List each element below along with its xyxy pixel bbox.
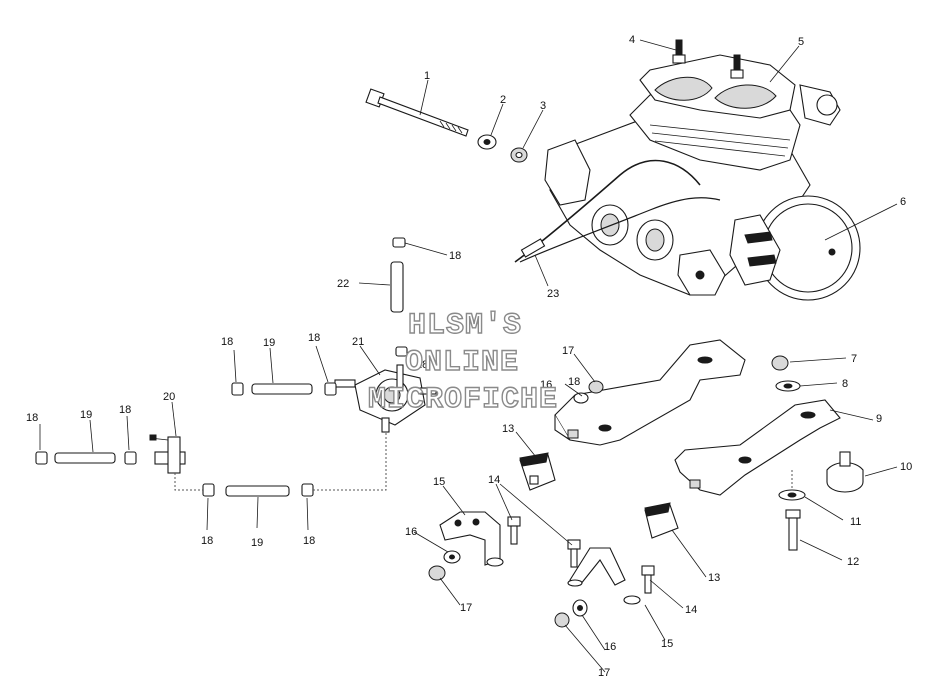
fuel-hose-vertical [390,261,404,313]
rubber-mount [644,502,679,539]
callout-16: 16 [540,379,552,391]
callout-10: 10 [900,461,912,473]
callout-13: 13 [502,423,514,435]
callout-numbers: 1 2 3 4 5 6 7 8 9 10 11 12 13 13 14 14 1… [26,34,912,679]
callout-4: 4 [629,34,635,46]
callout-19: 19 [251,537,263,549]
bolt [785,509,801,551]
mount-plate-bracket [439,511,504,567]
callout-18: 18 [26,412,38,424]
callout-19: 19 [80,409,92,421]
callout-3: 3 [540,100,546,112]
callout-21: 21 [352,336,364,348]
mount-plate-bracket [567,547,641,605]
callout-13: 13 [708,572,720,584]
engine-mount-bracket-front [554,339,746,446]
callout-18: 18 [416,359,428,371]
bolt [507,516,521,545]
flat-washer [477,134,497,150]
lock-nut [510,147,528,163]
callout-16: 16 [604,641,616,653]
callout-18: 18 [119,404,131,416]
callout-6: 6 [900,196,906,208]
callout-14: 14 [488,474,500,486]
engine-mount-bolt [365,88,469,137]
callout-14: 14 [685,604,697,616]
callout-19: 19 [263,337,275,349]
rubber-mount [519,452,556,491]
callout-17: 17 [598,667,610,679]
callout-17: 17 [460,602,472,614]
callout-18: 18 [201,535,213,547]
leader-lines [39,39,898,673]
fuel-pump [334,346,437,433]
callout-5: 5 [798,36,804,48]
callout-18: 18 [308,332,320,344]
callout-17: 17 [562,345,574,357]
engine-assembly [514,39,861,301]
fuel-hose [251,383,313,395]
callout-15: 15 [661,638,673,650]
callout-7: 7 [851,353,857,365]
callout-22: 22 [337,278,349,290]
bolt [567,539,581,568]
nut [771,355,789,371]
callout-23: 23 [547,288,559,300]
callout-18: 18 [221,336,233,348]
callout-18: 18 [568,376,580,388]
callout-1: 1 [424,70,430,82]
callout-16: 16 [405,526,417,538]
bolt [641,565,655,594]
hose-clamp [392,237,406,248]
callout-15: 15 [433,476,445,488]
watermark-line-1: HLSM'S [408,309,522,343]
callout-20: 20 [163,391,175,403]
callout-18: 18 [303,535,315,547]
watermark-line-2: ONLINE [405,346,519,380]
callout-12: 12 [847,556,859,568]
tee-fitting [149,434,186,474]
callout-9: 9 [876,413,882,425]
callout-11: 11 [850,516,861,528]
callout-18: 18 [449,250,461,262]
callout-2: 2 [500,94,506,106]
callout-8: 8 [842,378,848,390]
watermark: HLSM'S ONLINE MICROFICHE [367,308,558,417]
watermark-line-3: MICROFICHE [368,383,558,417]
engine-mount-bracket-rear [674,399,841,496]
rubber-isolator [826,451,864,493]
